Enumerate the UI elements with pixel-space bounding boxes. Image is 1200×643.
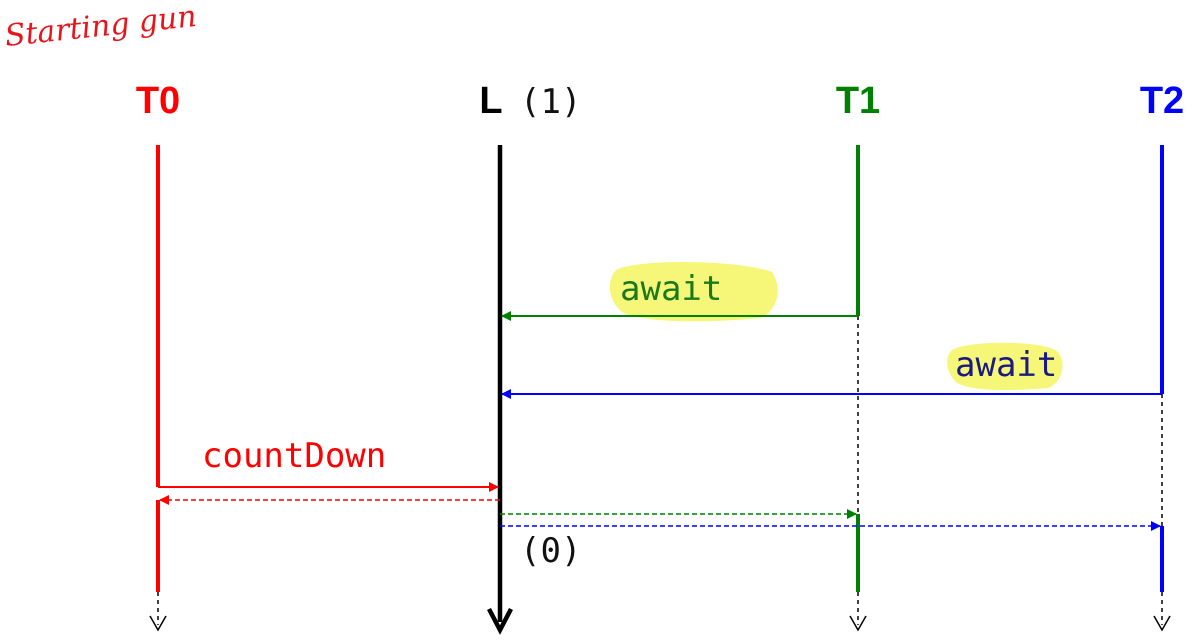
latch-initial-count: (1) (520, 82, 581, 122)
t0-continuation-arrowhead (149, 615, 167, 632)
await-label-t2: await (955, 345, 1057, 385)
await-highlight-t1 (609, 261, 778, 322)
countdown-label: countDown (202, 436, 386, 476)
t2-continuation-arrowhead (1153, 615, 1171, 632)
header-t0: T0 (136, 80, 180, 122)
starting-gun-annotation: Starting gun (3, 0, 198, 54)
t1-continuation-arrowhead (849, 615, 867, 632)
header-t2: T2 (1140, 80, 1184, 122)
await-label-t1: await (620, 269, 722, 309)
latch-final-count: (0) (520, 531, 581, 571)
await-highlight-t2 (947, 342, 1063, 390)
latch-lifeline-arrowhead (487, 607, 513, 635)
header-t1: T1 (836, 80, 880, 122)
header-latch: L (479, 80, 502, 122)
